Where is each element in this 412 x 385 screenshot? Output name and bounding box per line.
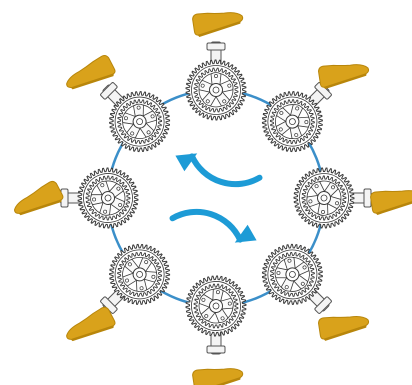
crank-rotation-diagram (0, 0, 412, 385)
pedal-stroke-illustration (0, 0, 412, 385)
